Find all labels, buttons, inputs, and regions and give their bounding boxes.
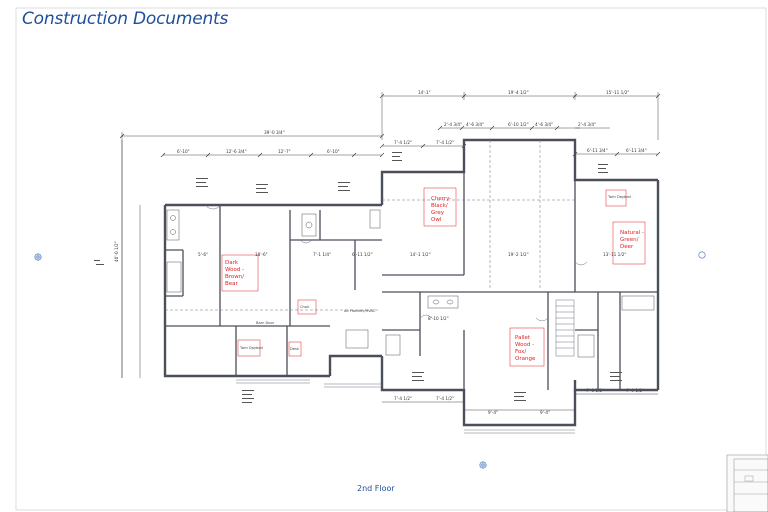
furniture-outlines [221, 187, 646, 367]
dim-top-2: 19'-4 1/2" [508, 90, 529, 95]
note-air-handler: Air Handler/HVAC [344, 309, 376, 313]
dim-bottom-a: 7'-4 1/2" [394, 396, 412, 401]
dim-seg-m: 6'-11 3/4" [626, 148, 647, 153]
plan-notes: Barn Door Air Handler/HVAC [256, 309, 376, 325]
dim-room-1: 14'-1 1/2" [410, 252, 431, 257]
room-label-deer: Natural - Green/ Deer [620, 230, 646, 250]
dim-bottom-b: 7'-4 1/2" [436, 396, 454, 401]
room-labels: Dark Wood - Brown/ Bear Cherry- Black/ G… [225, 195, 646, 362]
dim-top-1: 14'-1" [418, 90, 431, 95]
dim-seg-a: 6'-10" [177, 149, 190, 154]
elevation-marker-right [698, 251, 706, 259]
furniture-twin-daybed-1: Twin Daybed [239, 346, 263, 350]
dim-overall-width: 39'-0 3/4" [264, 130, 285, 135]
dim-seg-c: 12'-7" [278, 149, 291, 154]
room-label-owl: Cherry- Black/ Grey Owl [431, 196, 453, 223]
floor-label: 2nd Floor [357, 484, 395, 493]
dim-room-2: 19'-2 1/2" [508, 252, 529, 257]
dim-seg-g: 2'-4 3/4" [444, 122, 462, 127]
furniture-twin-daybed-2: Twin Daybed [607, 195, 631, 199]
dim-room-9: 9'-4" [488, 410, 498, 415]
dim-seg-h: 4'-6 3/4" [466, 122, 484, 127]
dimension-labels: 14'-1" 19'-4 1/2" 15'-11 1/2" 39'-0 3/4"… [114, 90, 647, 415]
dim-room-3: 13'-11 1/2" [603, 252, 626, 257]
dim-left-overall: 40'-0 1/2" [114, 241, 119, 262]
room-label-bear: Dark Wood - Brown/ Bear [225, 260, 246, 287]
elevation-marker-bottom [479, 461, 487, 469]
dim-room-4: 7'-1 1/4" [313, 252, 331, 257]
furniture-chair: Chair [300, 305, 310, 309]
dim-seg-f: 7'-4 1/2" [436, 140, 454, 145]
dim-room-10: 9'-4" [540, 410, 550, 415]
dim-seg-l: 6'-11 3/4" [587, 148, 608, 153]
dim-top-3: 15'-11 1/2" [606, 90, 629, 95]
dim-room-7: 5'-6" [198, 252, 208, 257]
sheet-border [15, 7, 767, 511]
spec-annotations [94, 152, 622, 403]
dim-seg-d: 6'-10" [327, 149, 340, 154]
dim-seg-j: 4'-6 3/4" [535, 122, 553, 127]
sheet-title: Construction Documents [22, 9, 229, 29]
dim-seg-i: 6'-10 1/2" [508, 122, 529, 127]
note-barn-door: Barn Door [256, 321, 275, 325]
exterior-walls [163, 138, 660, 427]
elevation-marker-left [34, 253, 42, 261]
dimension-lines [119, 92, 661, 411]
interior-walls [165, 172, 658, 390]
title-block [726, 454, 768, 512]
dim-room-6: 18'-6" [255, 252, 268, 257]
fixtures [166, 209, 655, 358]
dim-seg-k: 2'-4 3/4" [578, 122, 596, 127]
furniture-desk: Desk [290, 347, 300, 351]
dim-room-5: 6'-11 1/2" [352, 252, 373, 257]
room-label-fox: Pallet Wood - Fox/ Orange [515, 335, 536, 362]
openings [165, 140, 588, 434]
dim-seg-e: 7'-4 1/2" [394, 140, 412, 145]
dim-seg-b: 12'-6 3/4" [226, 149, 247, 154]
dim-room-8: 8'-10 1/2" [428, 316, 449, 321]
